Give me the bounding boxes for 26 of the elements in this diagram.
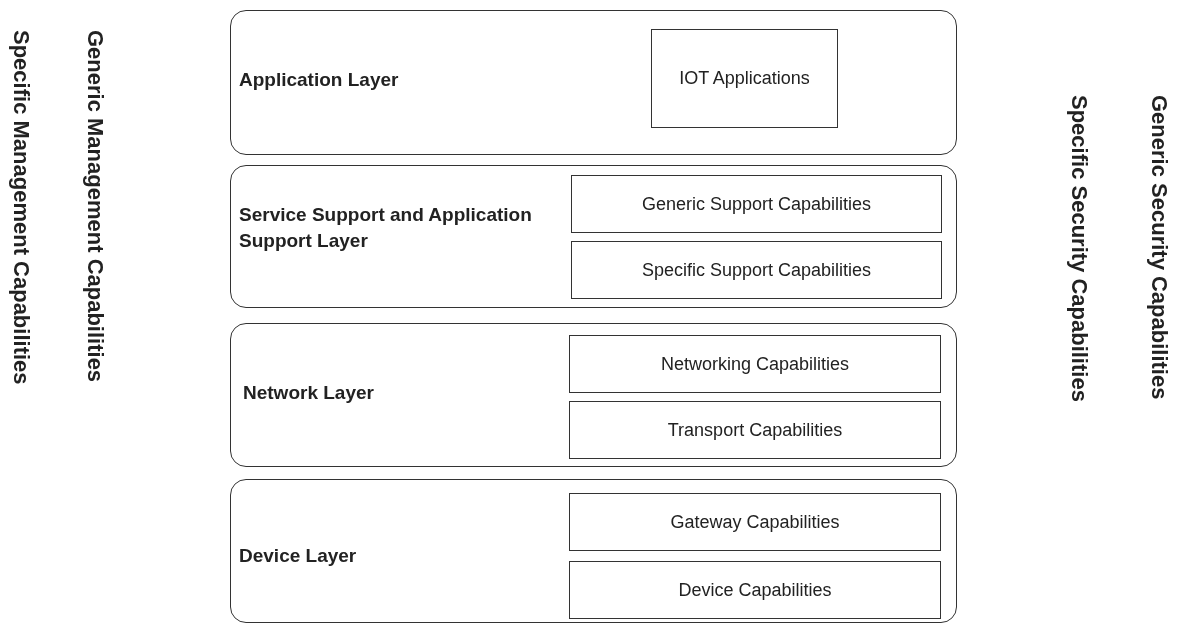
layer-title: Device Layer [239, 544, 358, 568]
capability-label: Transport Capabilities [667, 419, 843, 441]
layer-title: Application Layer [239, 68, 400, 92]
side-label: Specific Management Capabilities [8, 30, 34, 385]
capability-label: Device Capabilities [678, 579, 832, 601]
layer-box [230, 165, 957, 308]
capability-label: Generic Support Capabilities [641, 193, 872, 215]
capability-label: IOT Applications [678, 67, 811, 90]
side-label: Specific Security Capabilities [1066, 95, 1092, 402]
layer-title: Network Layer [243, 381, 375, 405]
capability-box [569, 335, 941, 393]
capability-box [651, 29, 838, 128]
capability-label: Networking Capabilities [660, 353, 850, 375]
capability-label: Gateway Capabilities [670, 511, 840, 533]
capability-box [571, 241, 942, 299]
layer-box [230, 323, 957, 467]
capability-box [571, 175, 942, 233]
layer-box [230, 10, 957, 155]
side-label: Generic Management Capabilities [82, 30, 108, 383]
capability-box [569, 493, 941, 551]
capability-label: Specific Support Capabilities [641, 259, 872, 281]
layer-box [230, 479, 957, 623]
capability-box [569, 401, 941, 459]
layer-title: Service Support and Application Support Layer [239, 203, 533, 253]
capability-box [569, 561, 941, 619]
side-label: Generic Security Capabilities [1146, 95, 1172, 400]
